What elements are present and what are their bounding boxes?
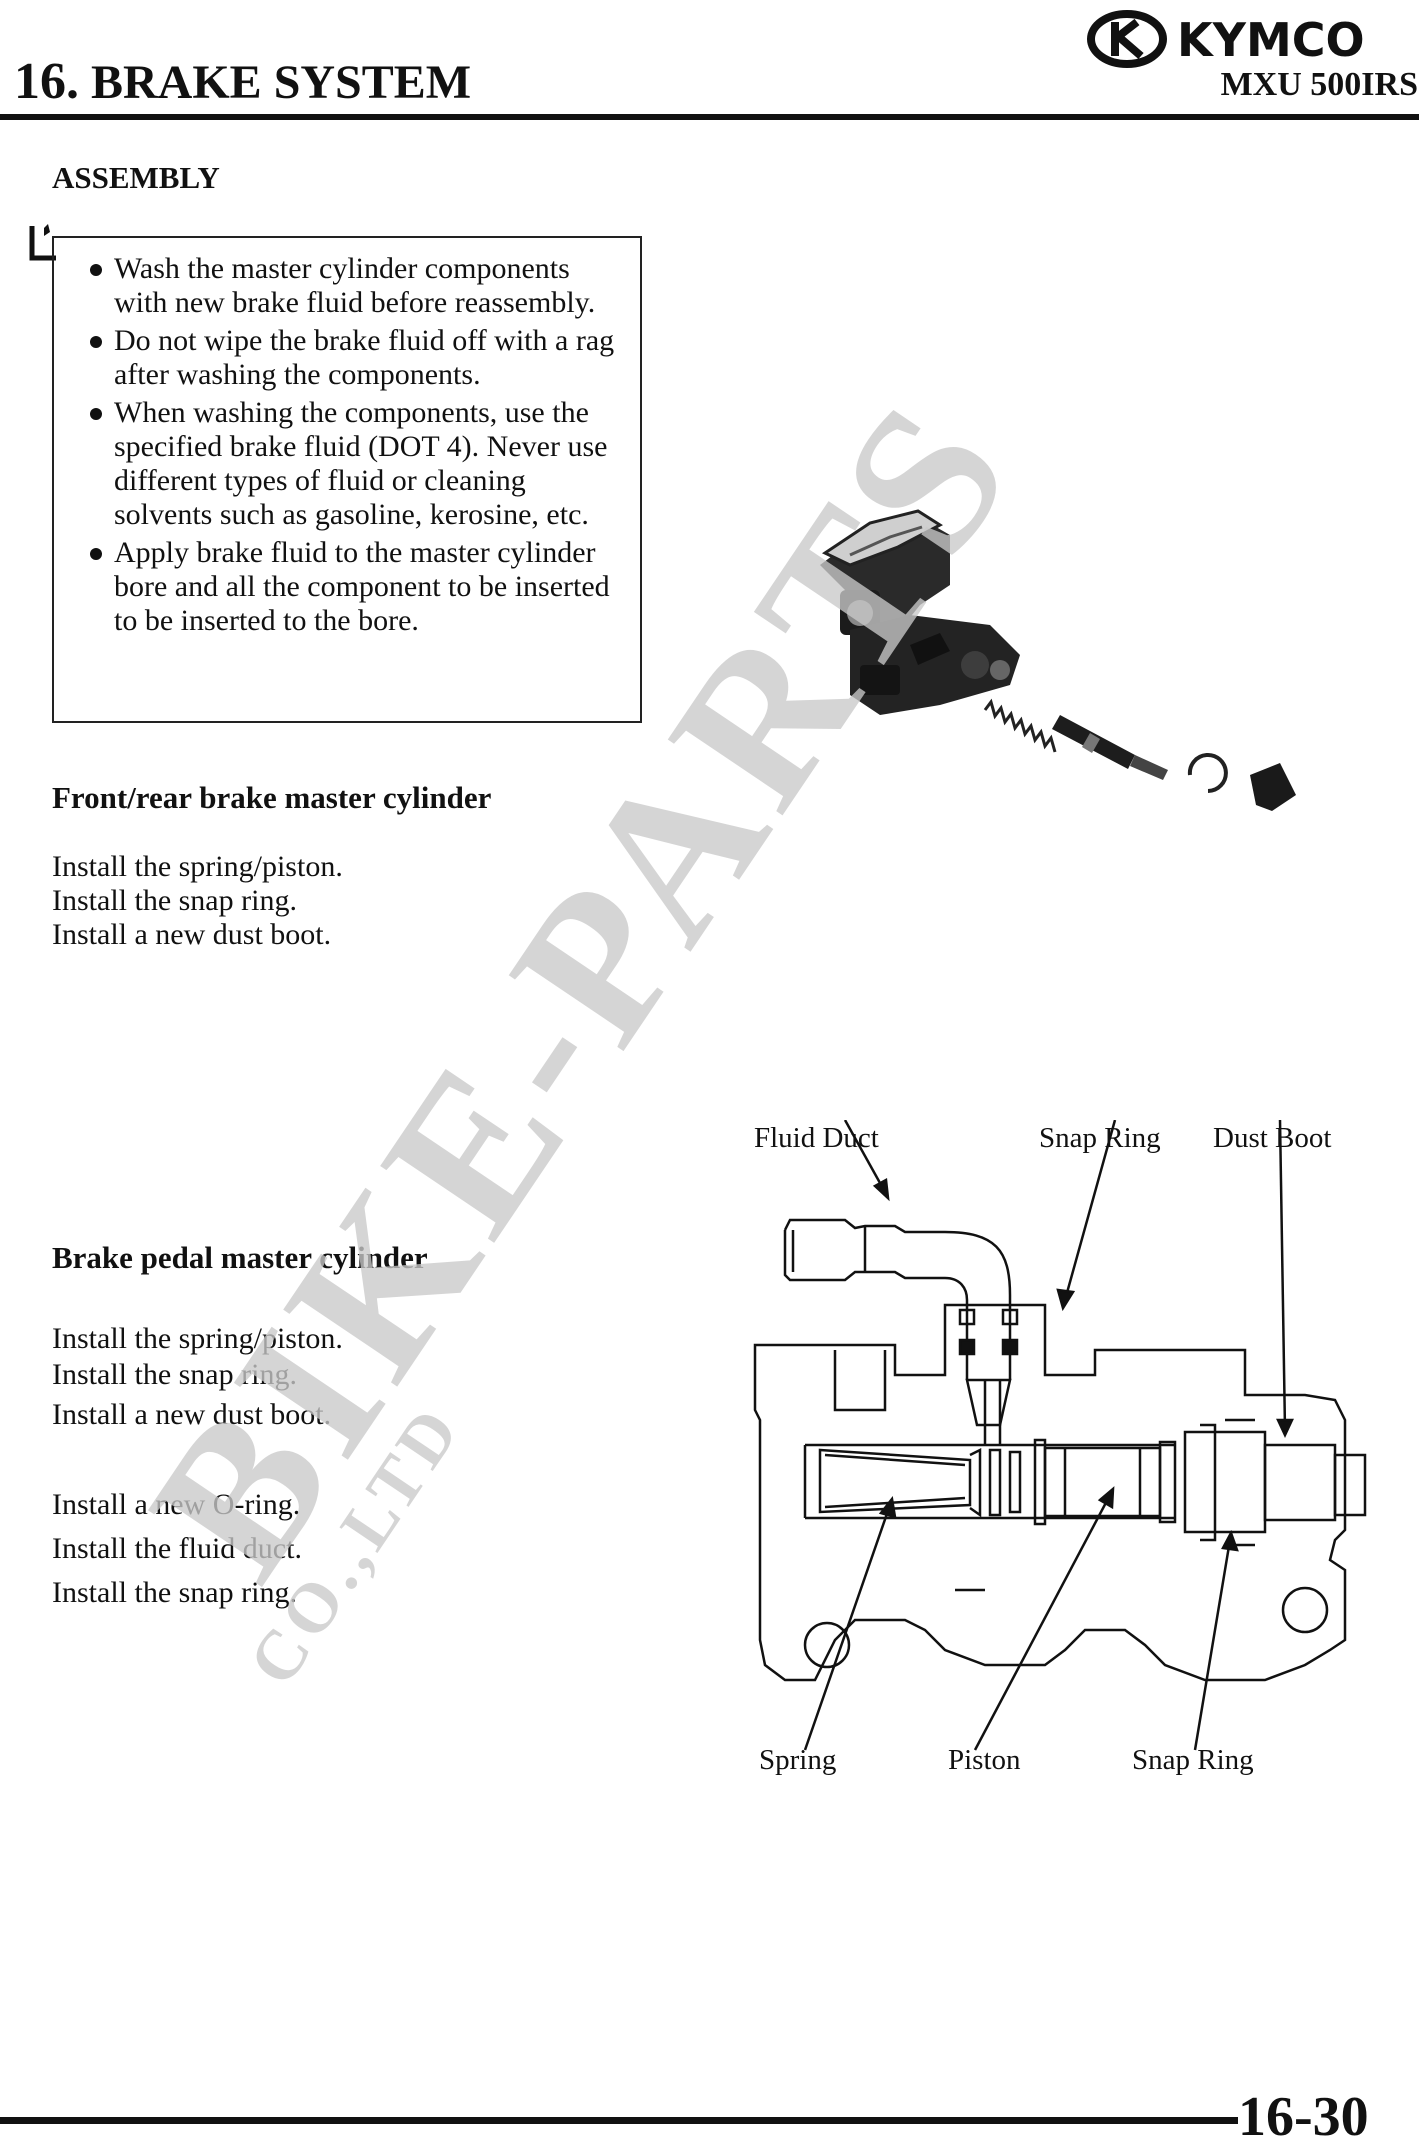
piston — [1052, 715, 1168, 780]
footer-rule — [0, 2117, 1238, 2124]
step-item: Install the fluid duct. — [52, 1532, 302, 1565]
label-snap-ring-bottom: Snap Ring — [1132, 1744, 1254, 1776]
label-fluid-duct: Fluid Duct — [754, 1122, 879, 1154]
chapter-number: 16. — [14, 53, 79, 110]
label-piston: Piston — [948, 1744, 1021, 1776]
page-number: 16-30 — [1238, 2086, 1369, 2148]
master-cylinder-cross-section — [753, 1120, 1367, 1751]
step-item: Install the spring/piston. — [52, 1322, 343, 1355]
caution-item: When washing the components, use the spe… — [88, 396, 624, 532]
caution-item: Do not wipe the brake fluid off with a r… — [88, 324, 624, 392]
chapter-title: 16.BRAKE SYSTEM — [14, 52, 471, 111]
brand-name: KYMCO — [1177, 13, 1365, 67]
label-spring: Spring — [759, 1744, 837, 1776]
chapter-name: BRAKE SYSTEM — [91, 56, 472, 109]
master-cylinder-exploded-photo — [820, 509, 1296, 811]
front-rear-heading: Front/rear brake master cylinder — [52, 780, 492, 815]
pedal-heading: Brake pedal master cylinder — [52, 1240, 428, 1275]
caution-item: Apply brake fluid to the master cylinder… — [88, 536, 624, 638]
caution-item: Wash the master cylinder components with… — [88, 252, 624, 320]
step-item: Install a new dust boot. — [52, 1398, 332, 1431]
label-dust-boot: Dust Boot — [1213, 1122, 1332, 1154]
dust-boot — [1250, 763, 1296, 811]
caution-list: Wash the master cylinder components with… — [54, 238, 640, 638]
step-item: Install the snap ring. — [52, 1576, 297, 1609]
step-item: Install the spring/piston. — [52, 850, 343, 883]
caution-hand-icon — [29, 224, 56, 261]
label-snap-ring-top: Snap Ring — [1039, 1122, 1161, 1154]
step-item: Install the snap ring. — [52, 884, 297, 917]
step-item: Install a new O-ring. — [52, 1488, 301, 1521]
snap-ring — [1187, 753, 1228, 793]
assembly-heading: ASSEMBLY — [52, 160, 220, 195]
front-rear-steps: Install the spring/piston. Install the s… — [52, 850, 343, 952]
cylinder-body — [820, 509, 1020, 715]
pedal-steps-b: Install a new O-ring. Install the fluid … — [52, 1488, 302, 1610]
kymco-logo: KYMCO — [1087, 10, 1365, 68]
header-rule — [0, 114, 1419, 120]
spring — [983, 698, 1057, 753]
step-item: Install a new dust boot. — [52, 918, 332, 951]
caution-box: Wash the master cylinder components with… — [52, 236, 642, 723]
step-item: Install the snap ring. — [52, 1358, 297, 1391]
pedal-steps-a: Install the spring/piston. Install the s… — [52, 1322, 343, 1432]
model-name: MXU 500IRS — [1220, 66, 1418, 103]
